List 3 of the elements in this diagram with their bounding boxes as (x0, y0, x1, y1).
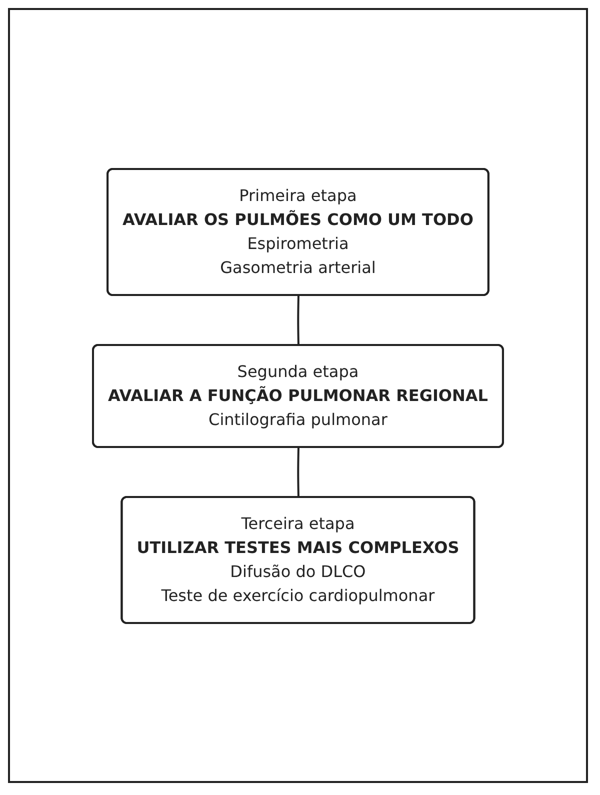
connector (297, 446, 300, 498)
connector (297, 294, 300, 346)
frame-border: Primeira etapa AVALIAR OS PULMÕES COMO UM TODO Espirometria Gasometria arterial Segunda etapa AVALIAR A FUNÇÃO PULMONAR REGIONAL Cintilografia pulmonar Terceira etapa UTILIZAR TESTES MAIS COMPLEXOS Difusão do DLCO Teste de exercício cardiopulmonar (8, 8, 588, 783)
